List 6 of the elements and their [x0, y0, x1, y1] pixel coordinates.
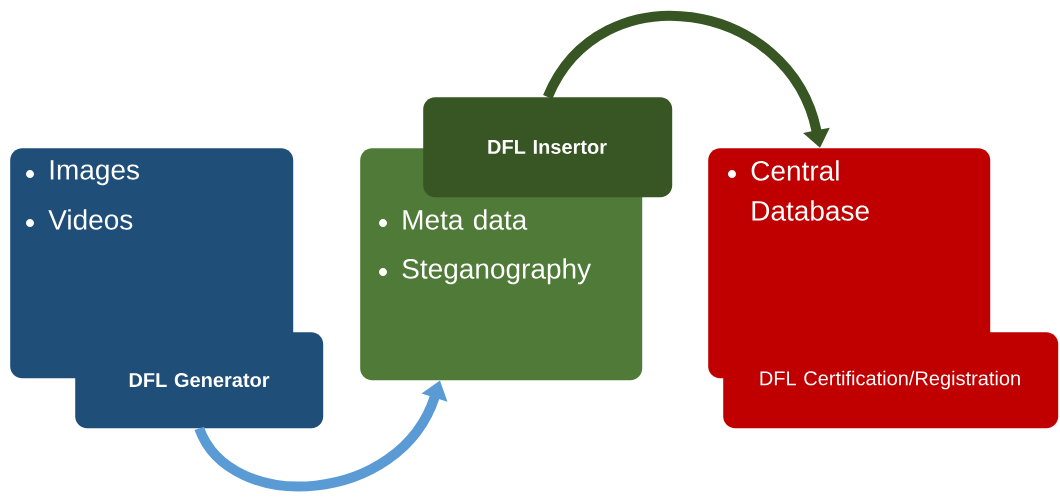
- label-box: DFL Certification/Registration: [723, 332, 1059, 429]
- label-box: DFL Insertor: [423, 97, 673, 198]
- node-label: Central Database: [751, 160, 869, 221]
- label-box: DFL Generator: [75, 332, 324, 429]
- node-label: Images: [50, 160, 139, 186]
- node-label: Videos: [48, 209, 133, 230]
